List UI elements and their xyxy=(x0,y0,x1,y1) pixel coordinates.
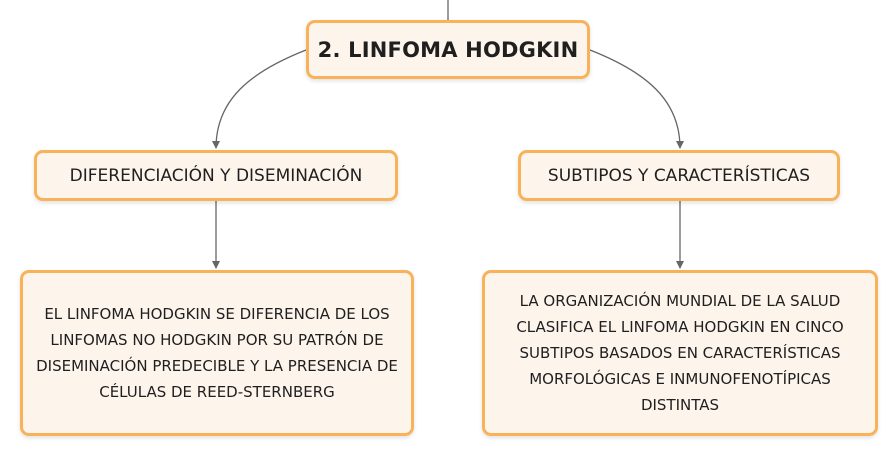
connector-root-to-left-branch xyxy=(212,49,307,149)
branch-node-label: DIFERENCIACIÓN Y DISEMINACIÓN xyxy=(69,165,363,186)
detail-node-diferenciacion[interactable]: EL LINFOMA HODGKIN SE DIFERENCIA DE LOS … xyxy=(20,270,414,436)
root-node-label: 2. LINFOMA HODGKIN xyxy=(317,37,579,62)
branch-node-diferenciacion[interactable]: DIFERENCIACIÓN Y DISEMINACIÓN xyxy=(34,150,398,201)
branch-node-subtipos[interactable]: SUBTIPOS Y CARACTERÍSTICAS xyxy=(518,150,840,201)
connector-root-to-right-branch xyxy=(589,49,684,149)
root-node[interactable]: 2. LINFOMA HODGKIN xyxy=(306,20,590,79)
detail-node-text: EL LINFOMA HODGKIN SE DIFERENCIA DE LOS … xyxy=(36,305,398,401)
detail-node-subtipos[interactable]: LA ORGANIZACIÓN MUNDIAL DE LA SALUD CLAS… xyxy=(482,270,878,436)
detail-node-text: LA ORGANIZACIÓN MUNDIAL DE LA SALUD CLAS… xyxy=(516,292,844,414)
branch-node-label: SUBTIPOS Y CARACTERÍSTICAS xyxy=(547,165,811,186)
